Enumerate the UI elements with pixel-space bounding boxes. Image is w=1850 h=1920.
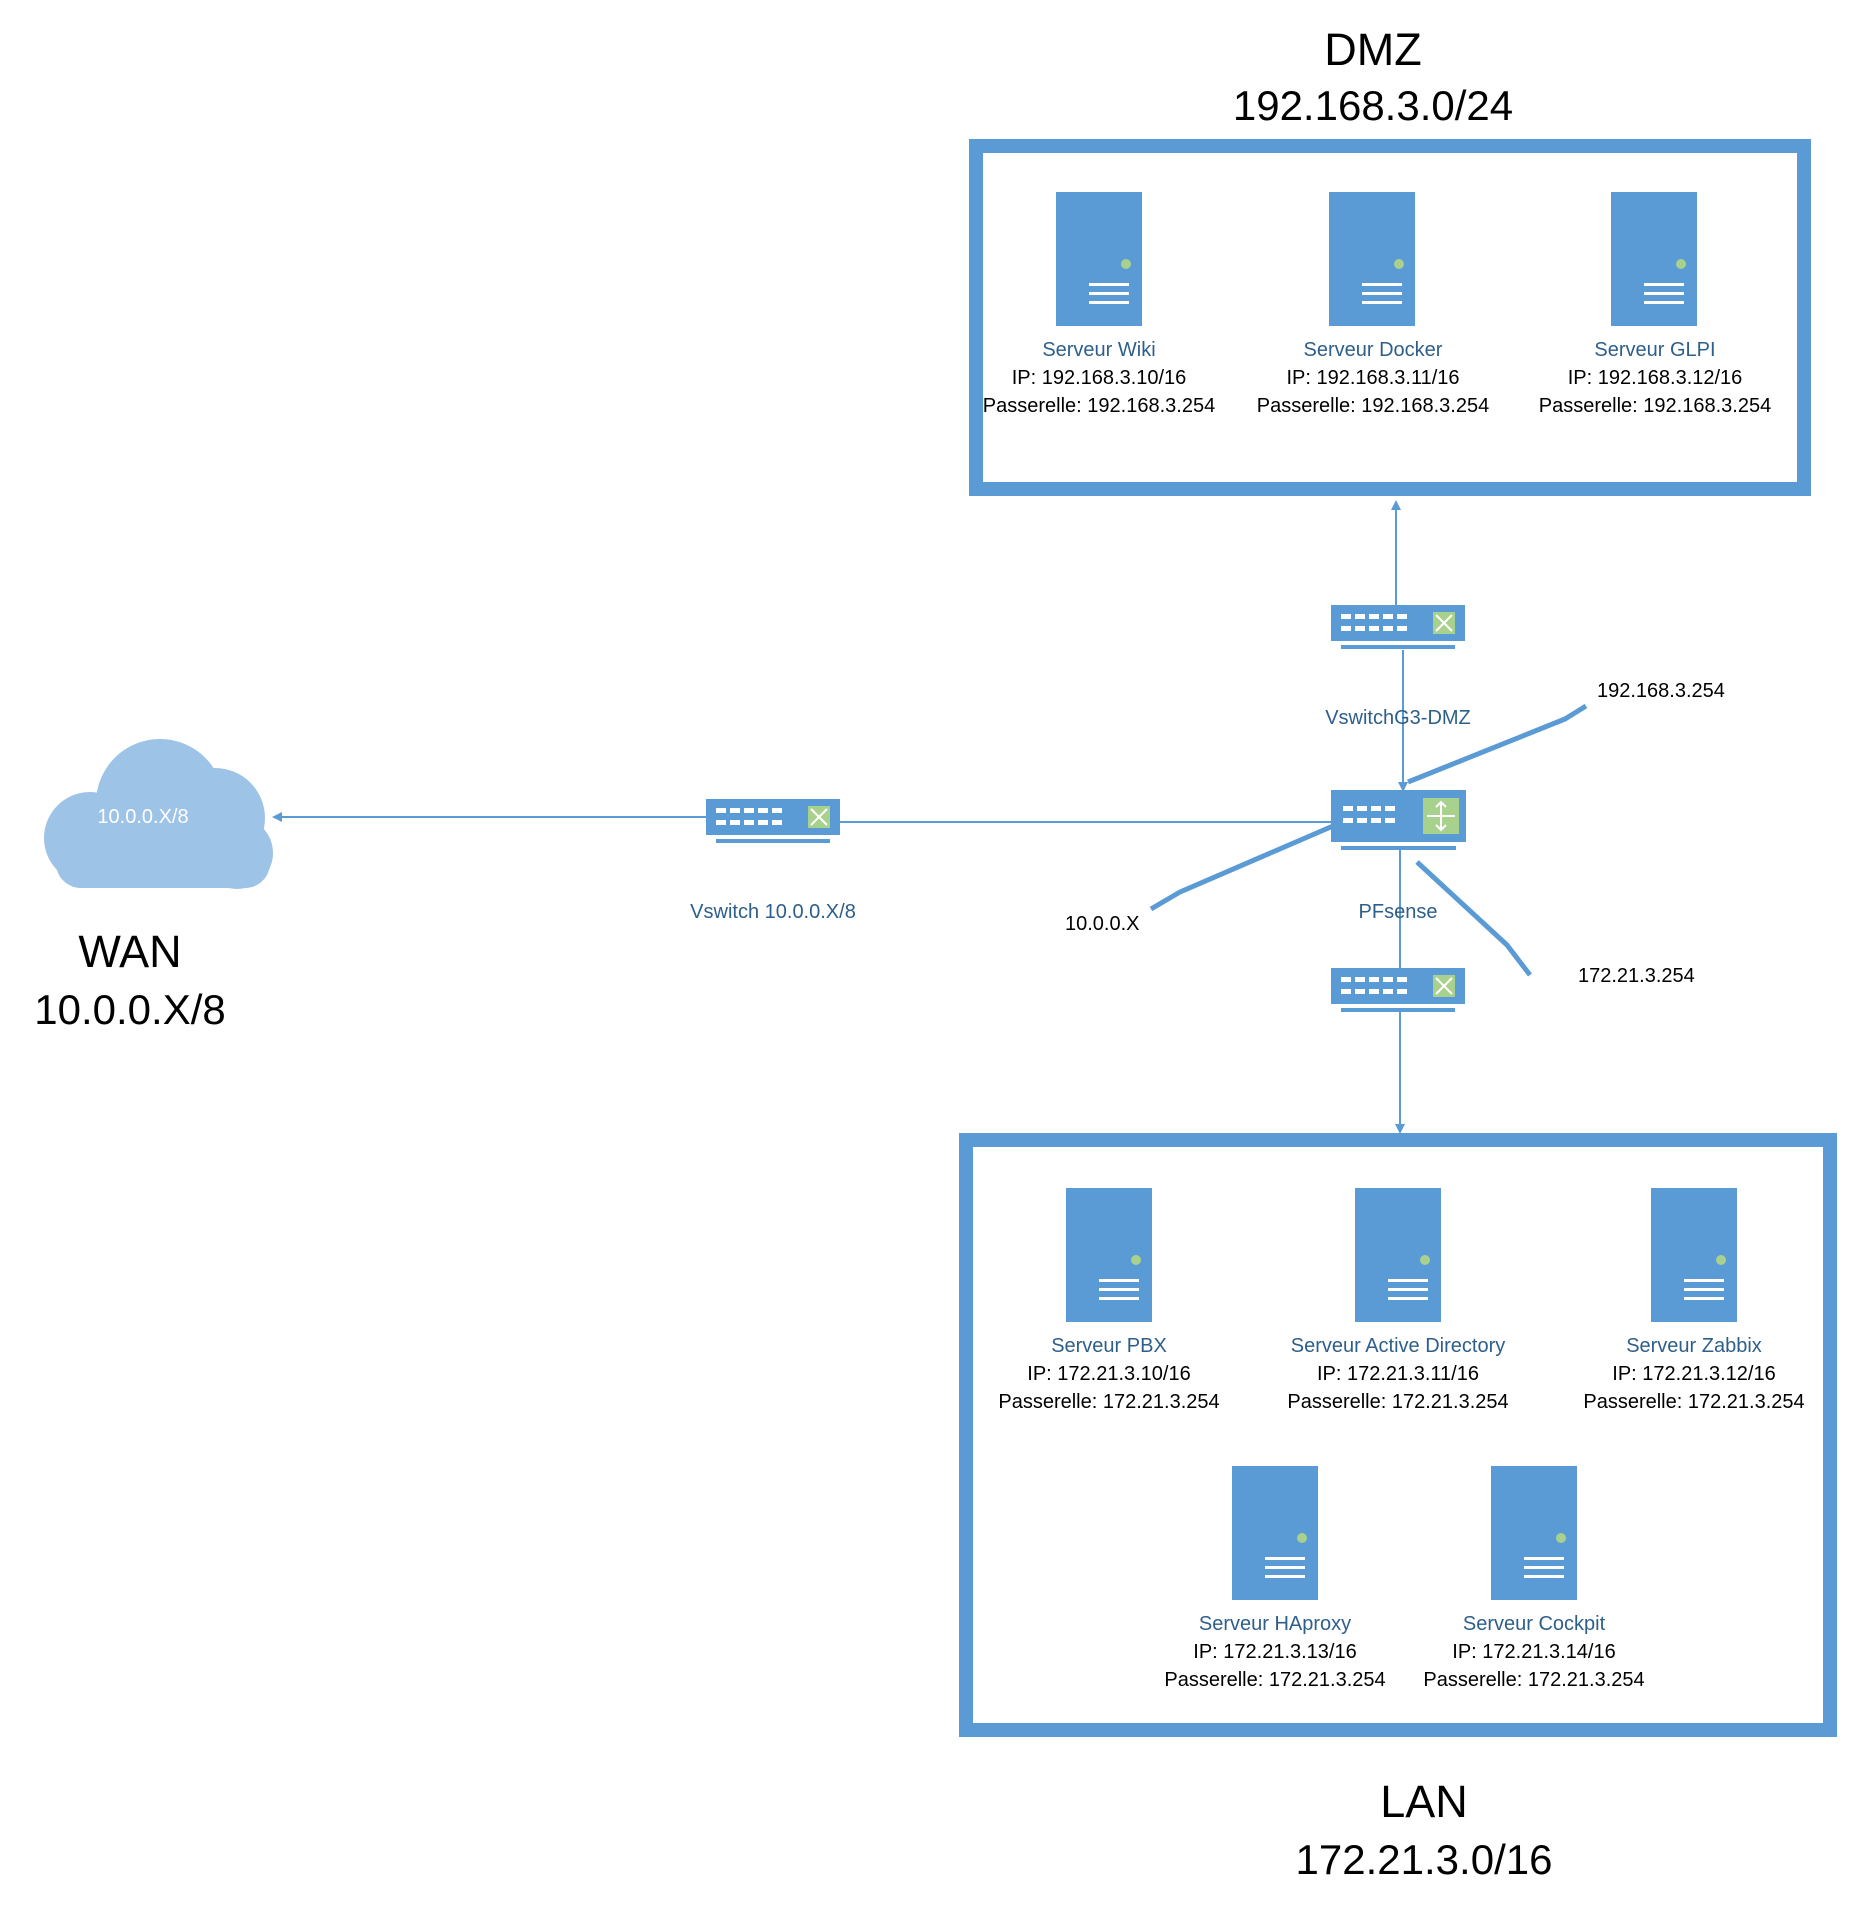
interface-callout-wan (1149, 823, 1334, 912)
server-gateway: Passerelle: 172.21.3.254 (1583, 1391, 1804, 1413)
server-gateway: Passerelle: 172.21.3.254 (998, 1391, 1219, 1413)
server-pbx[interactable]: Serveur PBX IP: 172.21.3.10/16 Passerell… (998, 1188, 1220, 1413)
server-cockpit[interactable]: Serveur Cockpit IP: 172.21.3.14/16 Passe… (1423, 1466, 1645, 1691)
server-gateway: Passerelle: 192.168.3.254 (1539, 395, 1771, 417)
server-icon (1329, 192, 1415, 326)
interface-label-dmz: 192.168.3.254 (1597, 680, 1725, 702)
server-name: Serveur GLPI (1594, 339, 1715, 361)
switch-icon[interactable] (1331, 605, 1465, 649)
switch-icon[interactable] (1331, 968, 1465, 1012)
server-icon (1232, 1466, 1318, 1600)
server-ip: IP: 192.168.3.10/16 (1012, 367, 1187, 389)
server-icon (1491, 1466, 1577, 1600)
wan-switch-label: Vswitch 10.0.0.X/8 (690, 901, 856, 923)
firewall-label: PFsense (1359, 901, 1438, 923)
wan-subnet: 10.0.0.X/8 (34, 986, 225, 1033)
interface-label-wan: 10.0.0.X (1065, 913, 1140, 935)
server-name: Serveur HAproxy (1199, 1613, 1351, 1635)
server-ip: IP: 192.168.3.12/16 (1568, 367, 1743, 389)
lan-subnet: 172.21.3.0/16 (1296, 1836, 1553, 1883)
lan-title: LAN (1380, 1776, 1468, 1827)
server-haproxy[interactable]: Serveur HAproxy IP: 172.21.3.13/16 Passe… (1164, 1466, 1386, 1691)
server-ip: IP: 172.21.3.11/16 (1317, 1363, 1479, 1385)
server-ip: IP: 172.21.3.12/16 (1612, 1363, 1775, 1385)
server-icon (1056, 192, 1142, 326)
server-gateway: Passerelle: 192.168.3.254 (1257, 395, 1489, 417)
server-docker[interactable]: Serveur Docker IP: 192.168.3.11/16 Passe… (1257, 192, 1489, 417)
switch-icon[interactable] (706, 799, 840, 843)
server-ip: IP: 172.21.3.13/16 (1193, 1641, 1356, 1663)
interface-callout-lan (1415, 860, 1532, 977)
server-name: Serveur Active Directory (1291, 1335, 1506, 1357)
interface-label-lan: 172.21.3.254 (1578, 965, 1695, 987)
server-wiki[interactable]: Serveur Wiki IP: 192.168.3.10/16 Passere… (983, 192, 1215, 417)
cloud-icon (44, 739, 273, 889)
router-icon[interactable] (1331, 790, 1466, 850)
server-icon (1355, 1188, 1441, 1322)
server-name: Serveur Zabbix (1626, 1335, 1762, 1357)
server-gateway: Passerelle: 192.168.3.254 (983, 395, 1215, 417)
dmz-subnet: 192.168.3.0/24 (1233, 82, 1513, 129)
server-glpi[interactable]: Serveur GLPI IP: 192.168.3.12/16 Passere… (1539, 192, 1771, 417)
server-gateway: Passerelle: 172.21.3.254 (1423, 1669, 1644, 1691)
server-name: Serveur Docker (1304, 339, 1443, 361)
server-icon (1651, 1188, 1737, 1322)
server-name: Serveur Cockpit (1463, 1613, 1606, 1635)
dmz-switch-label: VswitchG3-DMZ (1325, 707, 1471, 729)
server-active-directory[interactable]: Serveur Active Directory IP: 172.21.3.11… (1287, 1188, 1509, 1413)
server-name: Serveur PBX (1051, 1335, 1167, 1357)
server-gateway: Passerelle: 172.21.3.254 (1164, 1669, 1385, 1691)
lan-zone-box (959, 1133, 1837, 1737)
server-name: Serveur Wiki (1042, 339, 1155, 361)
server-icon (1066, 1188, 1152, 1322)
server-zabbix[interactable]: Serveur Zabbix IP: 172.21.3.12/16 Passer… (1583, 1188, 1805, 1413)
server-ip: IP: 172.21.3.14/16 (1452, 1641, 1615, 1663)
server-ip: IP: 172.21.3.10/16 (1027, 1363, 1190, 1385)
dmz-title: DMZ (1324, 24, 1421, 75)
server-gateway: Passerelle: 172.21.3.254 (1287, 1391, 1508, 1413)
wan-title: WAN (78, 926, 181, 977)
cloud-label: 10.0.0.X/8 (97, 806, 188, 828)
server-icon (1611, 192, 1697, 326)
server-ip: IP: 192.168.3.11/16 (1286, 367, 1459, 389)
dmz-zone-box (969, 139, 1811, 496)
interface-callout-dmz (1407, 703, 1588, 785)
